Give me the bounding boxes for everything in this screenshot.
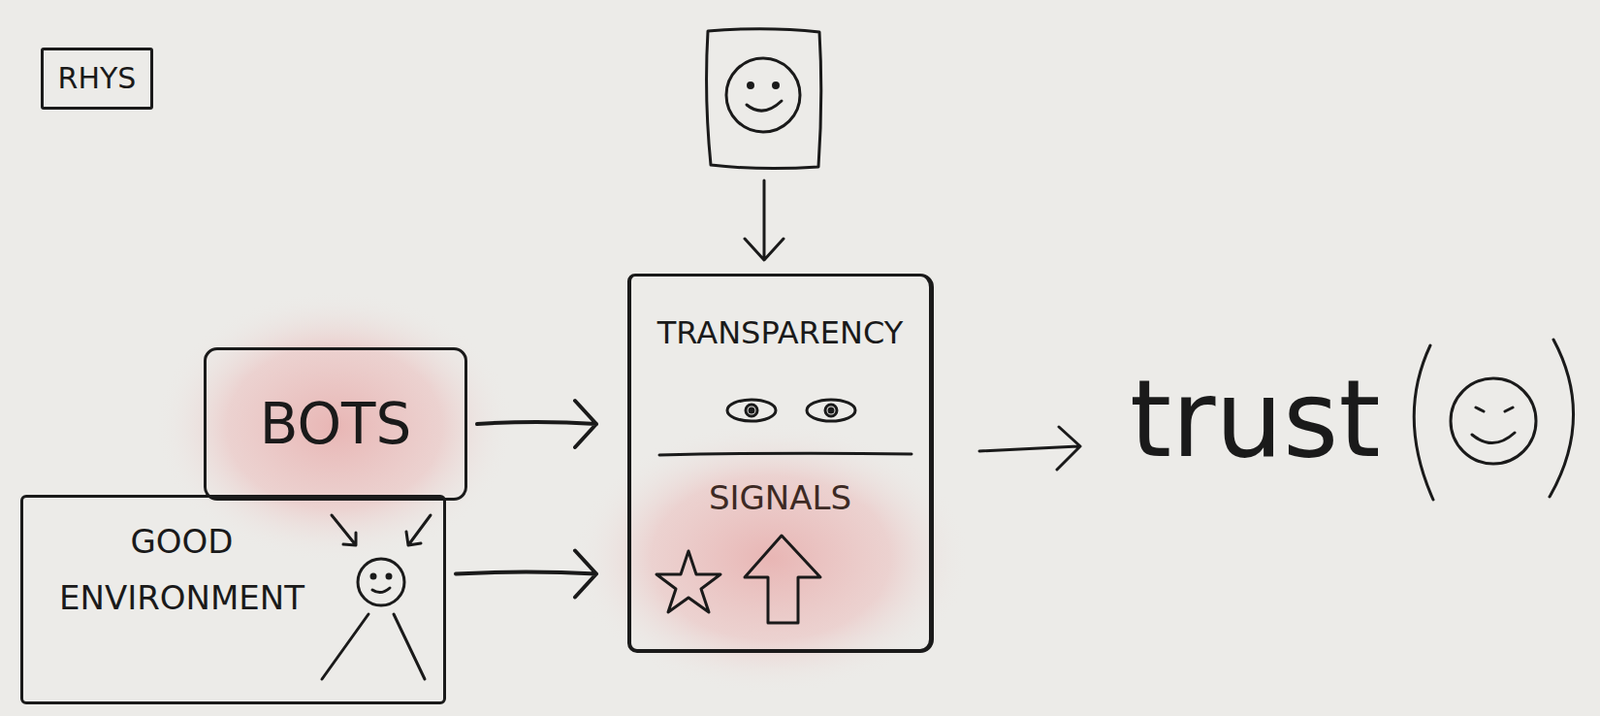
smiley-eye [748, 83, 754, 89]
down-arrow [744, 180, 784, 260]
node-title: TRANSPARENCY [631, 313, 929, 352]
red-glow [572, 421, 970, 694]
bots-box: BOTS [203, 347, 468, 501]
person-head [357, 558, 405, 606]
result-arrow [979, 426, 1081, 470]
up-arrow-icon [744, 535, 821, 623]
influence-arrow [406, 514, 431, 545]
eye [806, 399, 856, 421]
person-body [321, 613, 425, 679]
face-frame [706, 29, 822, 169]
smiley-face [726, 58, 800, 132]
paren-right [1549, 339, 1574, 497]
environment-box: GOOD ENVIRONMENT [20, 494, 447, 704]
node-title: GOOD ENVIRONMENT [48, 512, 316, 626]
trust-label: trust [1129, 360, 1381, 478]
person-eye [386, 574, 391, 578]
trust-face [1450, 378, 1536, 464]
name-tag: RHYS [40, 47, 154, 110]
person-eye [371, 574, 376, 578]
smiley-eye [773, 83, 779, 89]
paren-left [1413, 345, 1434, 500]
person-mouth [372, 587, 390, 593]
face-eye [1475, 407, 1513, 412]
star-icon [656, 550, 721, 612]
node-subtitle: SIGNALS [631, 477, 929, 518]
node-title: RHYS [43, 62, 151, 96]
node-title: BOTS [206, 390, 465, 457]
transparency-signals-box: TRANSPARENCY SIGNALS [627, 273, 934, 653]
pupil [749, 408, 754, 413]
smiley-mouth [746, 100, 782, 111]
face-mouth [1472, 432, 1515, 444]
flow-arrow [477, 400, 597, 448]
flow-arrow [455, 550, 597, 598]
pupil [745, 404, 758, 416]
influence-arrow [331, 514, 356, 545]
pupil [829, 408, 833, 413]
pupil [825, 404, 837, 416]
divider-line [659, 452, 912, 455]
eye [727, 399, 776, 421]
